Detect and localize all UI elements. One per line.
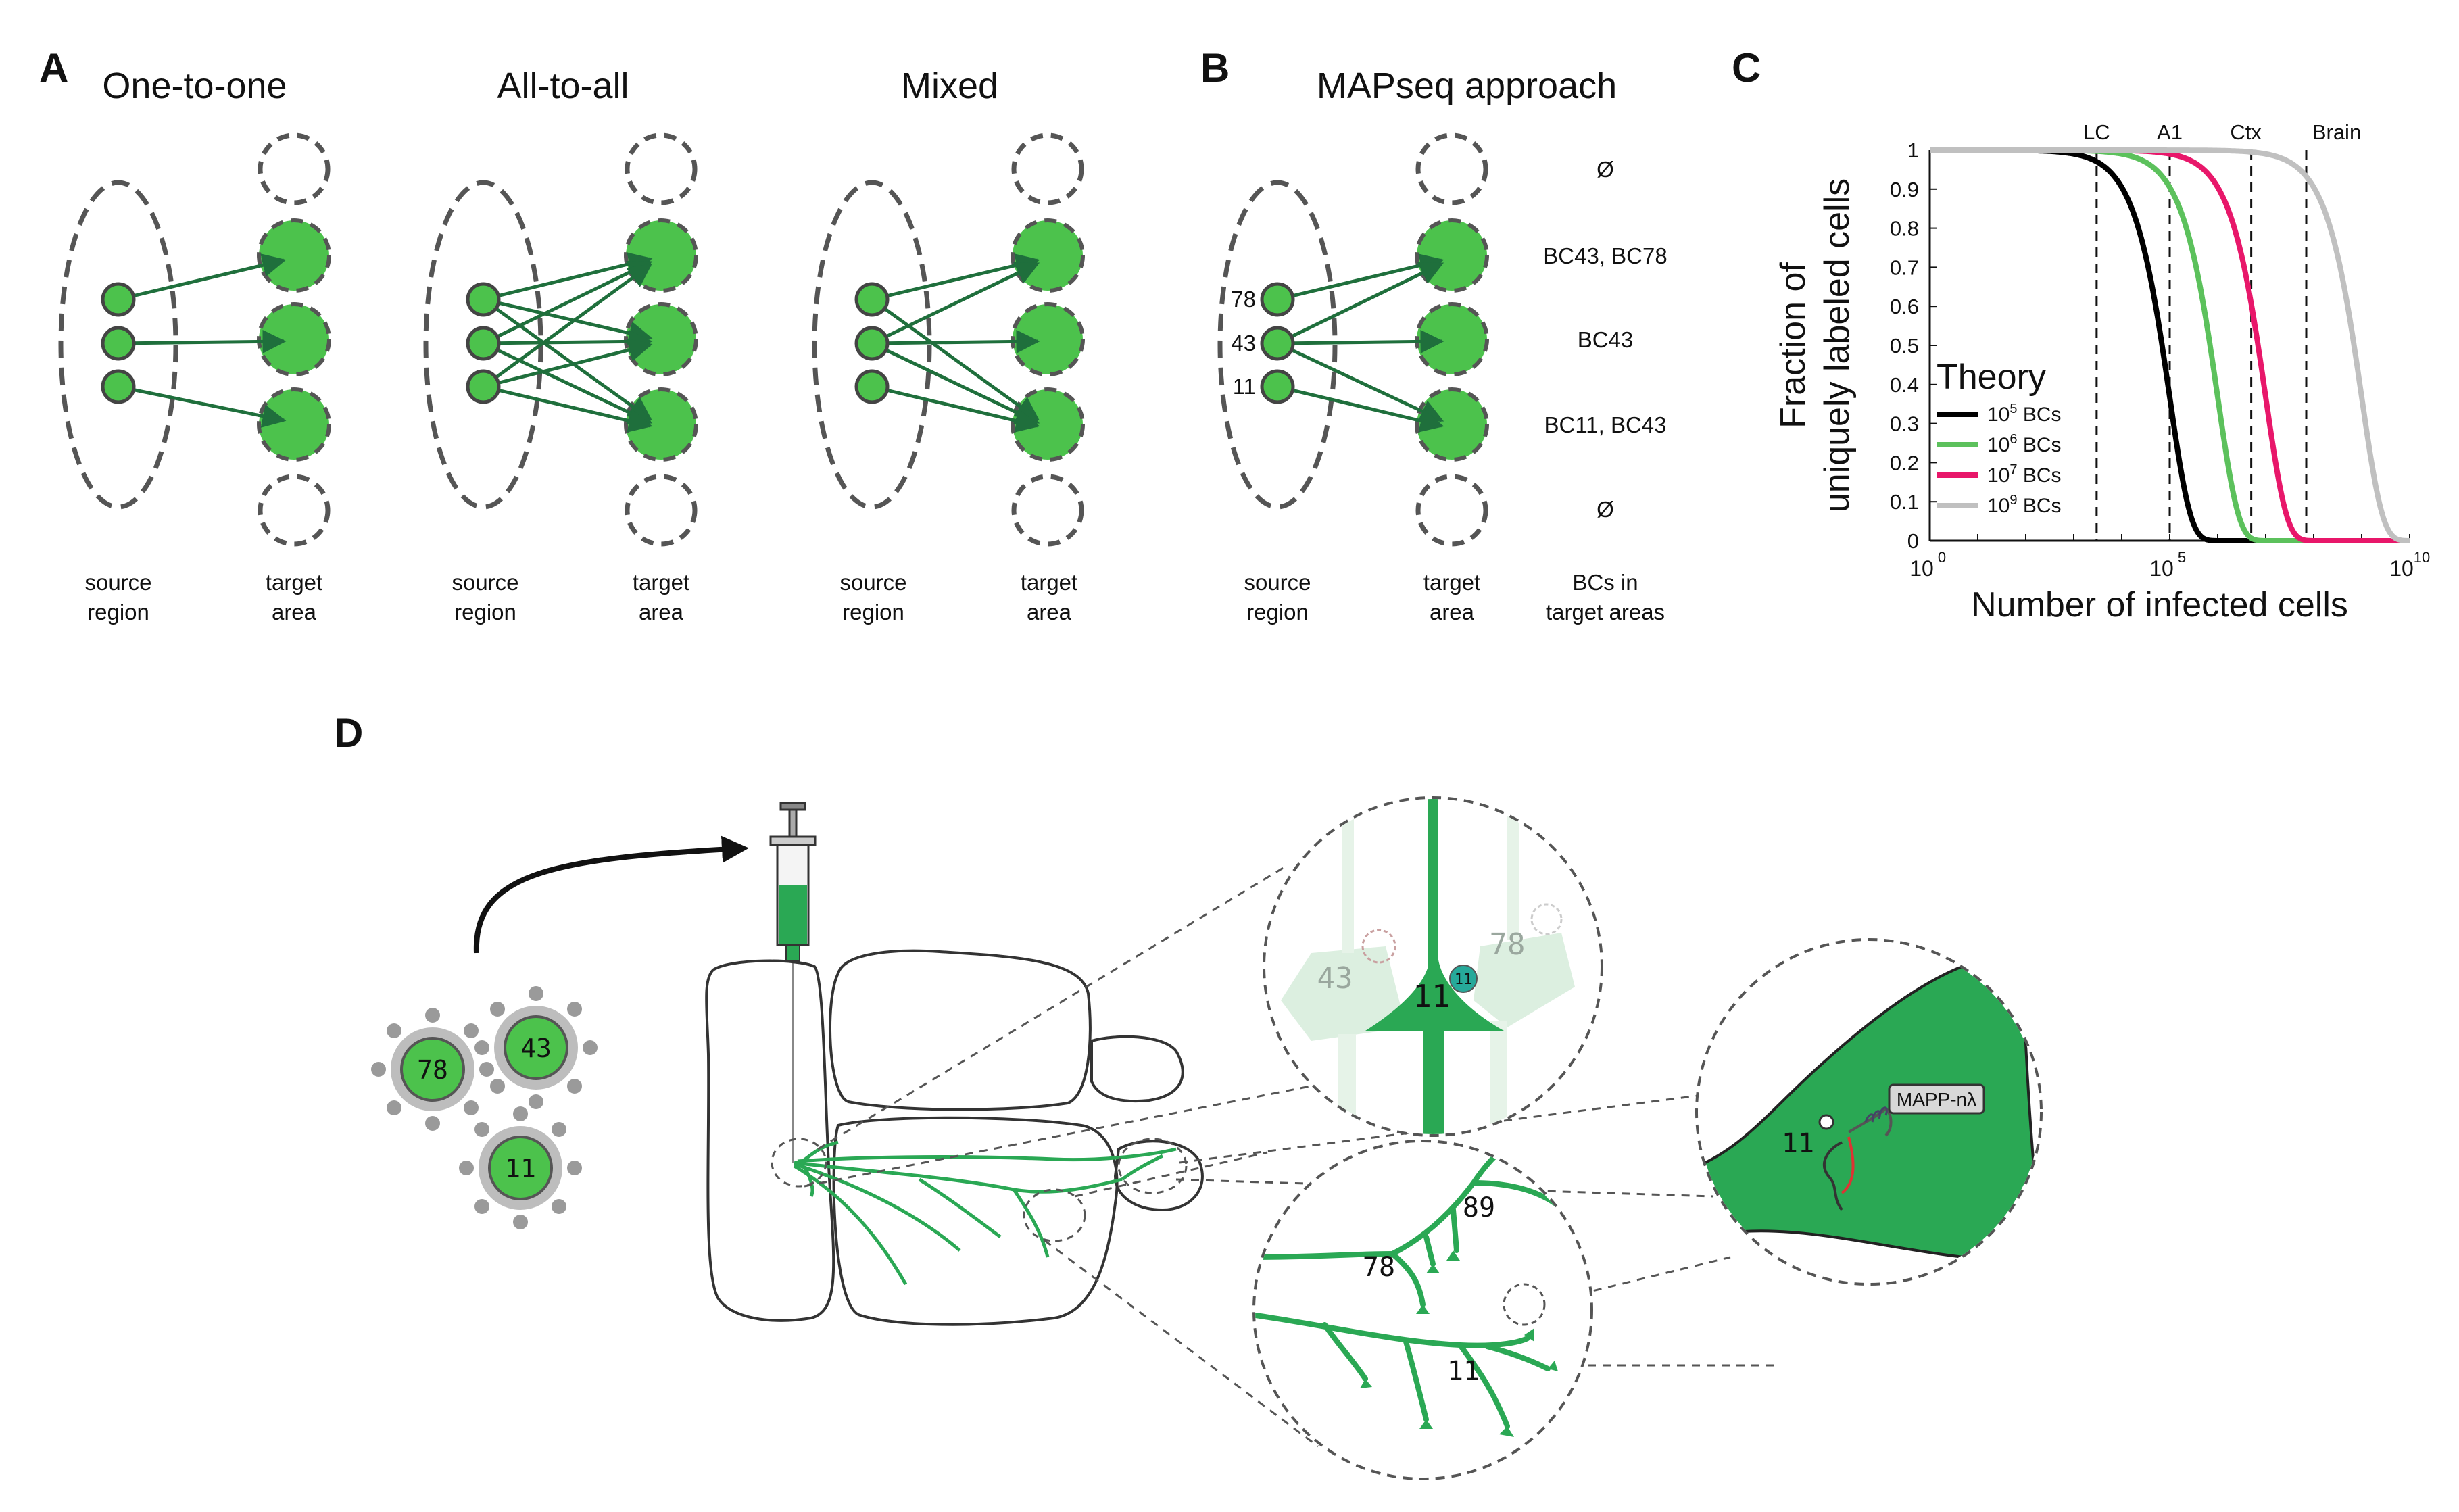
x-axis-label: Number of infected cells [1971,585,2348,625]
x-tick-label-exponent: 5 [2178,549,2186,566]
virus-78: 78 [371,1008,494,1131]
y-tick-label: 0.5 [1890,334,1919,358]
vline-label-a1: A1 [2157,120,2183,144]
panel-b-title: MAPseq approach [1316,66,1617,106]
axon-number-11: 11 [1447,1356,1480,1387]
legend-entry-5: 105 BCs [1987,401,2062,426]
cell-number-78: 78 [1490,927,1526,962]
injection-arrow [473,835,749,954]
y-tick-label: 0.1 [1890,490,1919,514]
y-tick-label: 0.3 [1890,412,1919,436]
zoom-cells: 43 78 11 11 [1263,796,1603,1137]
axon-number-89: 89 [1463,1192,1495,1223]
virus-43: 43 [474,986,598,1109]
diagram-mixed [812,132,1085,547]
x-tick-label: 10 [2149,556,2174,581]
virus-number-43: 43 [520,1033,552,1063]
legend-title: Theory [1937,358,2046,397]
x-tick-label-exponent: 10 [2414,549,2430,566]
cell-number-11-small: 11 [1455,971,1473,988]
panel-c-label: C [1732,45,1761,91]
zoom-bouton: MAPP-nλ 11 [1695,938,2043,1286]
panel-a-label: A [39,45,69,91]
vline-label-lc: LC [2083,120,2110,144]
legend-entry-6: 106 BCs [1987,432,2062,456]
bc-label-row2: BC43, BC78 [1543,243,1667,268]
y-tick-label: 0.2 [1890,451,1919,474]
axon-number-78: 78 [1363,1252,1395,1283]
y-tick-label: 0.9 [1890,178,1919,201]
bc-label-row1: Ø [1597,157,1614,182]
bc-label-row5: Ø [1597,497,1614,522]
x-tick-label-exponent: 0 [1938,549,1946,566]
y-tick-label: 0.4 [1890,373,1919,397]
x-tick-label: 10 [2389,556,2414,581]
panel-a-title-one-to-one: One-to-one [102,66,287,106]
cell-number-43: 43 [1317,961,1353,996]
bouton-number-11: 11 [1782,1128,1814,1159]
bc-label-row3: BC43 [1577,327,1634,352]
cell-number-11: 11 [1413,978,1450,1015]
source-number-78: 78 [1231,287,1256,312]
brain-outline [705,949,1204,1326]
source-number-43: 43 [1231,331,1256,356]
panel-a-title-mixed: Mixed [900,66,999,106]
diagram-one-to-one [58,132,331,547]
panel-b-label: B [1200,45,1230,91]
y-axis-label-line1: Fraction of [1774,262,1813,429]
legend-entry-7: 107 BCs [1987,462,2062,487]
x-tick-label: 10 [1909,556,1934,581]
vline-label-ctx: Ctx [2230,120,2262,144]
vline-label-brain: Brain [2312,120,2361,144]
y-tick-label: 0.8 [1890,217,1919,241]
y-tick-label: 0 [1907,529,1919,553]
source-number-11: 11 [1232,374,1256,399]
series-line-9 [1930,147,2410,543]
protein-label: MAPP-nλ [1897,1089,1976,1110]
syringe [769,802,817,1163]
diagram-all-to-all [423,132,698,547]
panel-d-label: D [334,710,364,756]
virus-number-78: 78 [417,1055,448,1085]
legend-entry-9: 109 BCs [1987,493,2062,517]
diagram-mapseq [1217,132,1489,547]
y-axis-label-line2: uniquely labeled cells [1818,178,1857,512]
bc-label-row4: BC11, BC43 [1544,412,1667,437]
virus-number-11: 11 [505,1154,536,1184]
panel-a-title-all-to-all: All-to-all [497,66,629,106]
zoom-axons: 89 78 11 [1252,1140,1593,1480]
y-tick-label: 1 [1907,139,1919,162]
y-tick-label: 0.6 [1890,295,1919,318]
y-tick-label: 0.7 [1890,255,1919,279]
virus-11: 11 [459,1106,582,1229]
brain-axon-projections [793,1140,1177,1286]
